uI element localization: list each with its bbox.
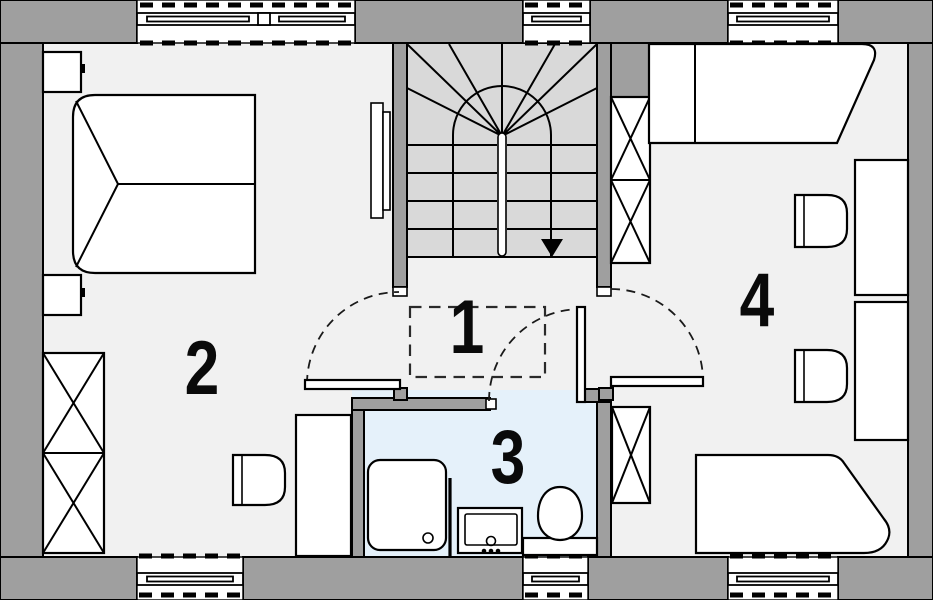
shower-drain bbox=[422, 532, 434, 544]
bedroom-right-furniture bbox=[609, 42, 910, 555]
door-leaf-room2 bbox=[303, 378, 402, 391]
stair-winder-fan bbox=[406, 43, 598, 137]
window-bottom-bathroom bbox=[522, 553, 589, 600]
door-swing-room2 bbox=[306, 291, 400, 385]
chair-left bbox=[231, 453, 287, 507]
wall-right bbox=[907, 0, 933, 600]
wardrobe-stair-side bbox=[609, 95, 652, 265]
nightstand-bottom-knob bbox=[81, 288, 85, 297]
wall-top-2 bbox=[354, 0, 524, 44]
wall-cap-right bbox=[596, 286, 612, 297]
wall-bathroom-top bbox=[351, 397, 491, 411]
wall-stair-left bbox=[392, 42, 408, 288]
chair-right-1 bbox=[793, 193, 849, 249]
stair-well-lines bbox=[452, 135, 552, 257]
desk-right-1 bbox=[853, 158, 910, 297]
single-bed-top bbox=[647, 42, 877, 145]
window-top-bedroom-right bbox=[727, 0, 839, 46]
stair-newel-handrail bbox=[497, 132, 507, 257]
wall-bathroom-left bbox=[351, 397, 365, 558]
door-swing-bathroom bbox=[488, 308, 582, 402]
door-swing-room4 bbox=[610, 288, 704, 382]
wardrobe-bath-side bbox=[610, 405, 652, 505]
wall-top-3 bbox=[589, 0, 729, 44]
window-bottom-bedroom-left bbox=[136, 553, 244, 600]
hall-dashed-headroom bbox=[408, 305, 547, 379]
wall-cap-bathroom bbox=[485, 398, 497, 410]
winder-stairs bbox=[406, 42, 598, 258]
window-bottom-bedroom-right bbox=[727, 553, 839, 600]
room-label-4: 4 bbox=[740, 257, 775, 342]
wall-top-4 bbox=[837, 0, 933, 44]
wall-left bbox=[0, 0, 44, 600]
desk-right-2 bbox=[853, 300, 910, 442]
double-bed-duvet-lines bbox=[75, 100, 255, 268]
stair-down-arrow-icon bbox=[541, 239, 563, 257]
wall-top-1 bbox=[0, 0, 138, 44]
door-leaf-room4 bbox=[609, 375, 705, 388]
desk-left bbox=[294, 413, 353, 558]
toilet bbox=[521, 485, 599, 557]
wall-bathroom-right bbox=[596, 389, 612, 558]
shower-tray bbox=[366, 458, 448, 552]
wall-stair-right bbox=[596, 42, 612, 288]
nightstand-bottom bbox=[41, 273, 83, 317]
wall-bottom-3 bbox=[587, 556, 729, 600]
room-labels: 1 2 3 4 bbox=[185, 257, 775, 499]
window-top-stairs bbox=[522, 0, 591, 46]
wall-bottom-2 bbox=[242, 556, 524, 600]
radiator bbox=[370, 102, 391, 219]
wardrobe-left bbox=[41, 351, 106, 555]
wall-cap-left bbox=[392, 286, 408, 297]
doors bbox=[303, 288, 705, 404]
room-label-1: 1 bbox=[450, 284, 485, 369]
nightstand-top-knob bbox=[81, 64, 85, 73]
single-bed-bottom bbox=[694, 453, 891, 555]
room-label-3: 3 bbox=[491, 414, 526, 499]
window-top-bedroom-left bbox=[136, 0, 356, 46]
room-label-2: 2 bbox=[185, 325, 220, 410]
wall-bottom-4 bbox=[837, 556, 933, 600]
door-post-room4 bbox=[598, 387, 614, 401]
chair-right-2 bbox=[793, 348, 849, 404]
washbasin bbox=[456, 506, 524, 555]
bedroom-left-furniture bbox=[41, 50, 353, 558]
wall-bottom-1 bbox=[0, 556, 138, 600]
nightstand-top bbox=[41, 50, 83, 94]
bathroom-fixtures bbox=[366, 458, 599, 557]
door-leaf-bathroom bbox=[575, 305, 587, 404]
